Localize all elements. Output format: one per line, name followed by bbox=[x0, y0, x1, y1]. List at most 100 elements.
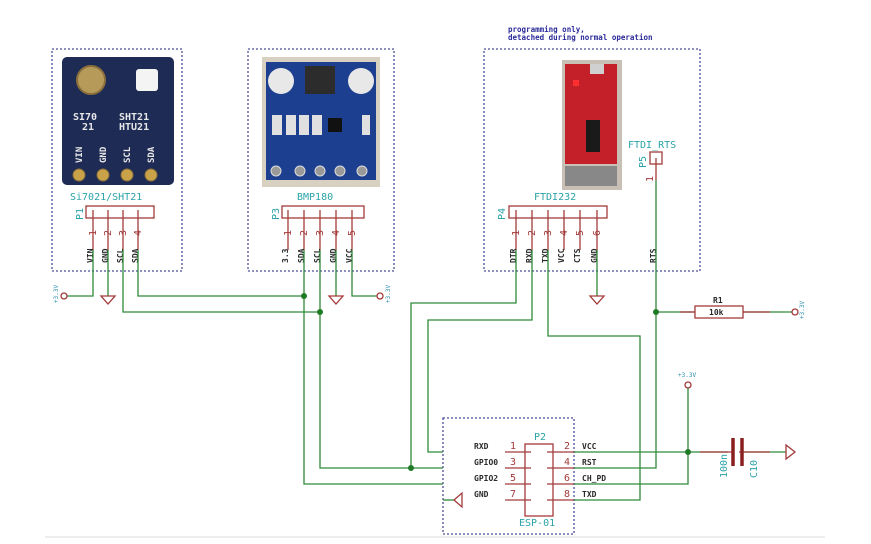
pin-name: TXD bbox=[541, 248, 550, 263]
pin-number: 4 bbox=[559, 230, 570, 236]
pin-name: VCC bbox=[345, 248, 354, 263]
pin-name: SCL bbox=[313, 248, 322, 263]
junction-dot bbox=[653, 309, 659, 315]
power-3v3-icon bbox=[684, 381, 692, 389]
p5-ref: P5 bbox=[638, 156, 649, 168]
bmp180-module-image bbox=[262, 57, 380, 187]
pin-name: RTS bbox=[649, 248, 658, 263]
pin-number: 2 bbox=[564, 441, 570, 452]
pin-name: VCC bbox=[557, 248, 566, 263]
sensor-chip-icon bbox=[305, 66, 335, 94]
p2-ref: P2 bbox=[534, 432, 546, 443]
pin-number: 2 bbox=[527, 230, 538, 236]
silk-pin: VIN bbox=[75, 147, 85, 163]
power-label: +3.3V bbox=[385, 285, 392, 303]
pin-number: 4 bbox=[331, 230, 342, 236]
esp01-connector[interactable] bbox=[524, 443, 554, 517]
junction-dot bbox=[317, 309, 323, 315]
c10-ref: C10 bbox=[749, 460, 760, 478]
junction-dot bbox=[301, 293, 307, 299]
pin-number: 5 bbox=[347, 230, 358, 236]
r1-value: 10k bbox=[709, 308, 724, 317]
si7021-module-image: SI70 21 SHT21 HTU21 VIN GND SCL SDA bbox=[62, 57, 174, 185]
pin-name: VIN bbox=[86, 248, 95, 263]
capacitor-c10[interactable] bbox=[700, 438, 770, 466]
p1-connector[interactable] bbox=[85, 205, 155, 219]
ground-icon bbox=[327, 295, 345, 305]
pin-name: DTR bbox=[509, 248, 518, 263]
pin-name: RXD bbox=[525, 248, 534, 263]
p4-value: FTDI232 bbox=[534, 192, 576, 203]
sensor-hole-icon bbox=[76, 65, 106, 95]
sensor-chip-icon bbox=[136, 69, 158, 91]
silk-chip1: SI70 bbox=[73, 112, 97, 123]
p1-ref: P1 bbox=[75, 208, 86, 220]
ground-icon bbox=[99, 295, 117, 305]
p3-group-box bbox=[247, 48, 395, 272]
p3-pins bbox=[287, 210, 353, 250]
pin-number: 5 bbox=[510, 473, 516, 484]
pin-number: 3 bbox=[315, 230, 326, 236]
p3-connector[interactable] bbox=[281, 205, 365, 219]
p4-ref: P4 bbox=[497, 208, 508, 220]
p4-connector[interactable] bbox=[508, 205, 608, 219]
pin-number: 4 bbox=[133, 230, 144, 236]
p4-pins bbox=[515, 210, 598, 250]
power-3v3-icon bbox=[791, 308, 799, 316]
ftdi-module-image bbox=[562, 60, 622, 190]
p5-value: FTDI_RTS bbox=[628, 140, 676, 151]
silk-chip2: SHT21 bbox=[119, 112, 149, 123]
pin-number: 7 bbox=[510, 489, 516, 500]
pin-number: 4 bbox=[564, 457, 570, 468]
p1-value: Si7021/SHT21 bbox=[70, 192, 142, 203]
wires bbox=[67, 180, 792, 501]
pin-number: 3 bbox=[118, 230, 129, 236]
pin-number: 5 bbox=[575, 230, 586, 236]
pin-name: SCL bbox=[116, 248, 125, 263]
resistor-r1[interactable] bbox=[694, 305, 744, 319]
pin-name: GND bbox=[474, 490, 489, 499]
p2-value: ESP-01 bbox=[519, 518, 555, 529]
pin-name: GPIO0 bbox=[474, 458, 498, 467]
silk-chip2b: HTU21 bbox=[119, 122, 149, 133]
silk-pin: GND bbox=[99, 146, 109, 163]
power-3v3-icon bbox=[376, 292, 384, 300]
r1-ref: R1 bbox=[713, 296, 723, 305]
c10-value: 100n bbox=[719, 454, 730, 478]
pin-number: 1 bbox=[283, 230, 294, 236]
power-label: +3.3V bbox=[799, 301, 806, 319]
junction-dot bbox=[408, 465, 414, 471]
pin-number: 1 bbox=[510, 441, 516, 452]
esp-group-box bbox=[442, 417, 575, 535]
p3-ref: P3 bbox=[271, 208, 282, 220]
pin-number: 3 bbox=[510, 457, 516, 468]
silk-pin: SCL bbox=[123, 146, 133, 163]
power-3v3-icon bbox=[60, 292, 68, 300]
usb-connector-icon bbox=[590, 64, 604, 74]
pin-name: GND bbox=[329, 248, 338, 263]
silk-pin: SDA bbox=[147, 146, 157, 163]
pin-name: CTS bbox=[573, 248, 582, 263]
pin-number: 3 bbox=[543, 230, 554, 236]
pin-name: CH_PD bbox=[582, 474, 606, 483]
pin-name: VCC bbox=[582, 442, 597, 451]
note-line-2: detached during normal operation bbox=[508, 33, 653, 42]
pin-number: 6 bbox=[564, 473, 570, 484]
pin-name: RST bbox=[582, 458, 597, 467]
pin-name: GPIO2 bbox=[474, 474, 498, 483]
pin-name: RXD bbox=[474, 442, 489, 451]
power-label: +3.3V bbox=[678, 372, 696, 379]
p1-group-box bbox=[51, 48, 183, 272]
ground-icon bbox=[588, 295, 606, 305]
pin-name: 3.3 bbox=[281, 248, 290, 263]
pin-name: GND bbox=[101, 248, 110, 263]
p2-pins bbox=[505, 451, 574, 501]
p3-value: BMP180 bbox=[297, 192, 333, 203]
pin-number: 6 bbox=[592, 230, 603, 236]
pin-name: TXD bbox=[582, 490, 597, 499]
ground-icon bbox=[453, 491, 463, 509]
pin-number: 2 bbox=[299, 230, 310, 236]
pin-number: 1 bbox=[511, 230, 522, 236]
junction-dot bbox=[685, 449, 691, 455]
p1-pins bbox=[92, 210, 139, 250]
